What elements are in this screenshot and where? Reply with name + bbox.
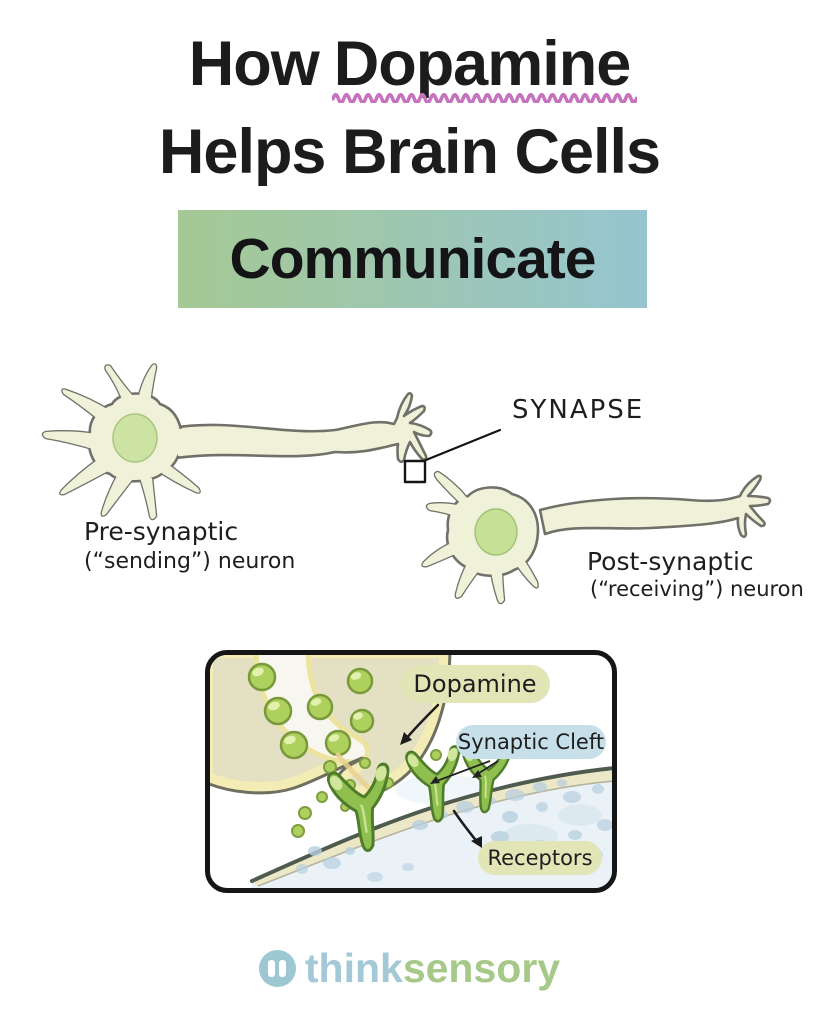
pre-nucleus (112, 413, 158, 463)
brand-text-think: think (304, 945, 403, 991)
brand-logo: thinksensory (0, 948, 819, 989)
synaptic-cleft-label: Synaptic Cleft (458, 730, 604, 754)
title-line-2: Helps Brain Cells (158, 117, 661, 187)
brand-text: thinksensory (305, 948, 560, 989)
post-synaptic-neuron (421, 470, 772, 605)
neuron-diagram: SYNAPSE Pre-synaptic (“sending”) neuron … (41, 363, 804, 605)
wavy-underline (331, 93, 638, 103)
synaptic-cleft-callout: Synaptic Cleft (430, 725, 606, 784)
post-neuron-label-line1: Post-synaptic (587, 547, 754, 576)
synapse-inset: Dopamine Synaptic Cleft Receptors (205, 650, 617, 893)
pre-synaptic-neuron (41, 363, 433, 521)
dopamine-label: Dopamine (413, 670, 536, 698)
receptors-callout: Receptors (452, 809, 602, 875)
title-word-dopamine: Dopamine (331, 33, 638, 103)
dopamine-vesicles (247, 662, 375, 760)
post-nucleus (474, 508, 518, 556)
communicate-banner: Communicate (178, 210, 647, 308)
title-word-how: How (188, 29, 320, 99)
pause-icon (258, 950, 296, 987)
dopamine-callout: Dopamine (400, 665, 550, 745)
post-neuron-label-line2: (“receiving”) neuron (590, 577, 804, 601)
receptors-label: Receptors (487, 846, 592, 870)
synapse-inset-illustration: Dopamine Synaptic Cleft Receptors (210, 655, 612, 888)
pre-neuron-label-line1: Pre-synaptic (84, 517, 238, 546)
synapse-callout-box (403, 459, 427, 484)
synapse-pointer-line (424, 428, 502, 462)
synapse-label: SYNAPSE (512, 395, 644, 425)
brand-text-sensory: sensory (402, 945, 561, 991)
pre-neuron-label-line2: (“sending”) neuron (84, 549, 295, 574)
